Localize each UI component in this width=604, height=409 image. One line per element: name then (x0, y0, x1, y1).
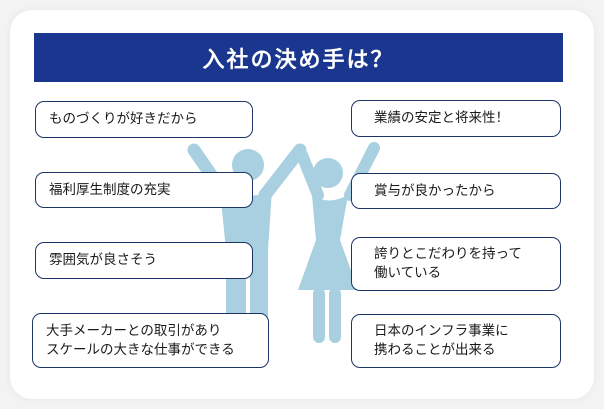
reason-box-pride: 誇りとこだわりを持って 働いている (351, 237, 561, 291)
reason-text: 福利厚生制度の充実 (49, 181, 171, 198)
page-title: 入社の決め手は？ (202, 47, 395, 73)
reason-box-bonus: 賞与が良かったから (351, 173, 561, 209)
reason-box-infrastructure: 日本のインフラ事業に 携わることが出来る (351, 314, 561, 368)
reason-box-monozukuri: ものづくりが好きだから (35, 101, 253, 138)
reason-text: 雰囲気が良さそう (49, 252, 157, 268)
reason-box-large-scale-work: 大手メーカーとの取引があり スケールの大きな仕事ができる (32, 313, 269, 368)
reason-box-stability: 業績の安定と将来性！ (351, 100, 561, 137)
reason-text: 業績の安定と将来性！ (374, 110, 509, 126)
reason-text: 誇りとこだわりを持って 働いている (374, 246, 522, 281)
reason-box-atmosphere: 雰囲気が良さそう (35, 242, 253, 279)
reason-text: 大手メーカーとの取引があり スケールの大きな仕事ができる (46, 322, 235, 358)
reason-text: ものづくりが好きだから (49, 111, 198, 127)
reason-text: 日本のインフラ事業に 携わることが出来る (374, 323, 509, 358)
header-banner: 入社の決め手は？ (34, 33, 563, 82)
reason-box-welfare: 福利厚生制度の充実 (35, 172, 253, 208)
reason-text: 賞与が良かったから (374, 182, 496, 199)
